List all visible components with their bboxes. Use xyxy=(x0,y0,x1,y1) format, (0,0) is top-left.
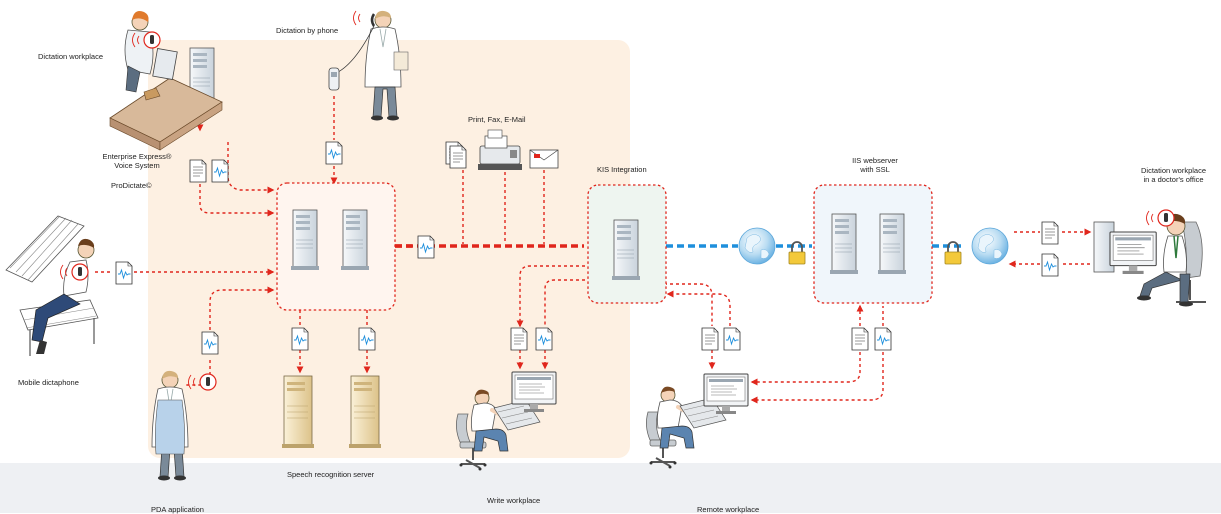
server-icon xyxy=(281,375,315,449)
label-kis-integration: KIS Integration xyxy=(597,165,647,174)
server-icon xyxy=(877,213,907,275)
email-icon xyxy=(529,149,559,169)
audio-file-icon xyxy=(723,327,741,351)
audio-file-icon xyxy=(115,261,133,285)
audio-file-icon xyxy=(1041,253,1059,277)
label-write-workplace: Write workplace xyxy=(487,496,541,505)
doctor-office-person-icon xyxy=(1093,213,1206,307)
doctor-office-line-2: in a doctor's office xyxy=(1143,175,1204,184)
lock-icon xyxy=(788,241,806,265)
label-dictation-by-phone: Dictation by phone xyxy=(276,26,339,35)
audio-file-icon xyxy=(358,327,376,351)
audio-file-icon xyxy=(291,327,309,351)
label-remote-workplace: Remote workplace xyxy=(697,505,760,514)
doctor-office-line-1: Dictation workplace xyxy=(1140,166,1207,175)
label-print-fax-email: Print, Fax, E-Mail xyxy=(468,115,526,124)
server-icon xyxy=(611,219,641,281)
server-icon xyxy=(340,209,370,271)
server-icon xyxy=(829,213,859,275)
phone-doctor-icon xyxy=(328,10,409,121)
microphone-icon xyxy=(1145,209,1175,227)
label-enterprise-express: Enterprise Express® Voice System xyxy=(92,152,182,170)
pda-doctor-icon xyxy=(151,370,189,481)
server-icon xyxy=(348,375,382,449)
audio-file-icon xyxy=(201,331,219,355)
server-icon xyxy=(290,209,320,271)
label-prodictate: ProDictate© xyxy=(111,181,152,190)
document-icon xyxy=(189,159,207,183)
label-doctor-office: Dictation workplace in a doctor's office xyxy=(1126,166,1221,184)
label-mobile-dictaphone: Mobile dictaphone xyxy=(18,378,79,387)
fax-icon xyxy=(478,129,522,170)
globe-icon xyxy=(971,227,1009,265)
enterprise-line-2: Voice System xyxy=(114,161,160,170)
document-icon xyxy=(510,327,528,351)
audio-file-icon xyxy=(417,235,435,259)
globe-icon xyxy=(738,227,776,265)
document-icon xyxy=(1041,221,1059,245)
label-speech-recognition-server: Speech recognition server xyxy=(287,470,375,479)
write-workplace-person-icon xyxy=(455,387,541,472)
label-dictation-workplace: Dictation workplace xyxy=(38,52,104,61)
audio-file-icon xyxy=(211,159,229,183)
enterprise-line-1: Enterprise Express® xyxy=(102,152,172,161)
iis-line-1: IIS webserver xyxy=(852,156,898,165)
document-icon xyxy=(701,327,719,351)
ground-band xyxy=(0,463,1221,513)
label-iis-webserver: IIS webserver with SSL xyxy=(830,156,920,174)
document-icon xyxy=(851,327,869,351)
lock-icon xyxy=(944,241,962,265)
mobile-dictaphone-person-icon xyxy=(5,215,99,356)
audio-file-icon xyxy=(325,141,343,165)
audio-file-icon xyxy=(535,327,553,351)
label-pda-application: PDA application xyxy=(151,505,204,514)
iis-line-2: with SSL xyxy=(860,165,890,174)
audio-file-icon xyxy=(874,327,892,351)
